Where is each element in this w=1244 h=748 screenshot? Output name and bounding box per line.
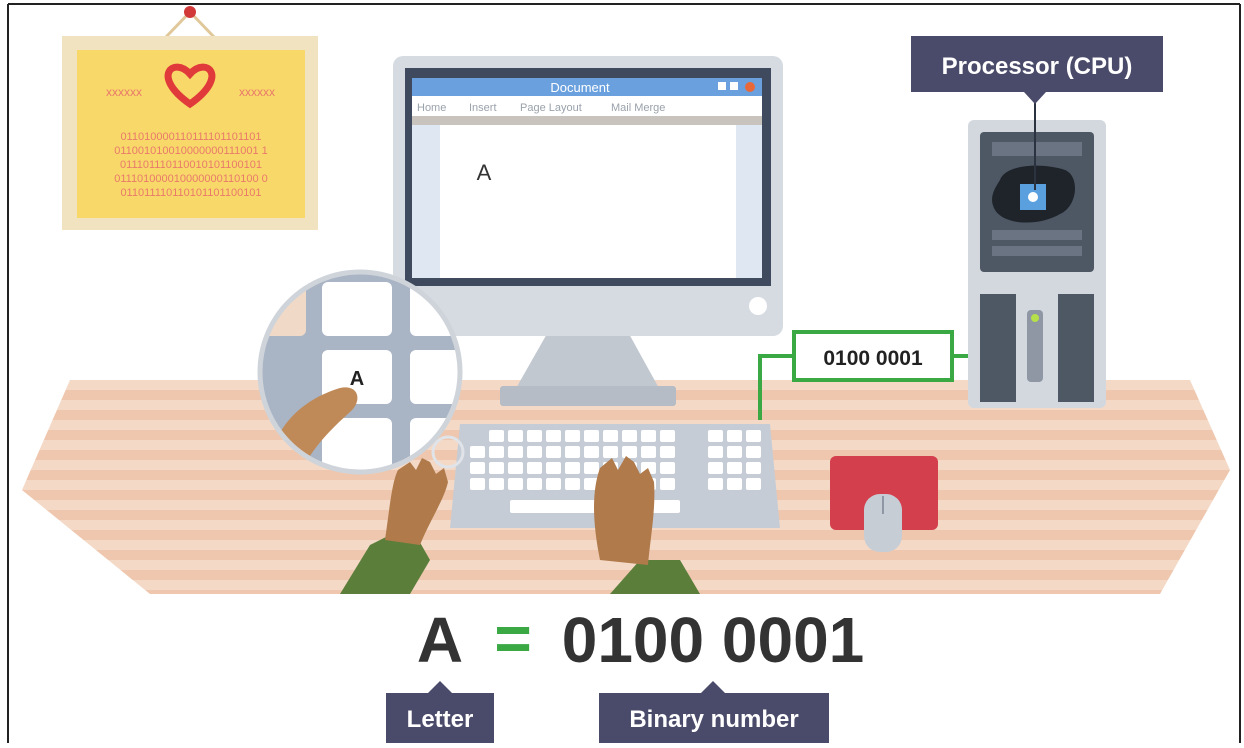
poster-binary-lines: 01101000011011110110110​1 01100101001000… [114,131,268,199]
keyboard-key [565,430,580,442]
keyboard-key [603,446,618,458]
keyboard-key [470,478,485,490]
keyboard-key [527,462,542,474]
pin-icon [184,6,196,18]
hands [340,456,700,594]
close-icon [745,82,755,92]
keyboard-key [508,478,523,490]
magnified-key-label: A [350,368,364,390]
menu-item-insert: Insert [469,102,497,114]
equation-equals: = [494,602,531,674]
keyboard-key [727,430,742,442]
binary-label: Binary number [629,706,798,733]
keyboard-key [746,462,761,474]
power-led-icon [1031,314,1039,322]
letter-label: Letter [407,706,474,733]
keyboard-key [584,430,599,442]
keyboard-key [546,430,561,442]
document-typed-letter: A [477,160,492,185]
menu-item-home: Home [417,102,446,114]
menu-item-mail-merge: Mail Merge [611,102,665,114]
poster-binary-line: 011011110110101101100101 [120,187,261,199]
binary-label-box [599,681,829,743]
poster-binary-line: 01101000011011110110110​1 [120,131,261,143]
poster-binary-line: 011101000010000000110100 0 [114,173,268,185]
keyboard-key [660,462,675,474]
computer-tower [968,100,1106,408]
keyboard-key [708,478,723,490]
keyboard-key [708,430,723,442]
keyboard-key [622,430,637,442]
cpu-label: Processor (CPU) [942,53,1133,80]
keyboard-key [546,462,561,474]
keyboard-key [527,478,542,490]
keyboard-key [746,446,761,458]
document-menu: Home Insert Page Layout Mail Merge [417,102,665,114]
poster-binary-line: 011001010010000000111001 1 [114,145,268,157]
keyboard-key [641,430,656,442]
keyboard-key [489,430,504,442]
poster-decor-left: xxxxxx [106,85,142,99]
minimize-icon [718,82,726,90]
keyboard-key [489,462,504,474]
document-window [412,78,762,278]
keyboard-key [546,446,561,458]
keyboard-keys [470,430,761,490]
keyboard-key [660,430,675,442]
heart-icon [164,63,216,109]
wall-poster [62,6,318,230]
mouse-pad [830,456,938,552]
keyboard-key [527,430,542,442]
keyboard-key [546,478,561,490]
poster-binary-line: 011101110110010101100101 [120,159,262,171]
power-button-icon [749,297,767,315]
keyboard-key [565,446,580,458]
keyboard-key [527,446,542,458]
magnifier [257,269,465,475]
equation-letter: A [417,604,463,676]
keyboard-key [727,446,742,458]
keyboard-to-cpu-wire [758,330,972,420]
keyboard-key [746,478,761,490]
poster-decor-right: xxxxxx [239,85,275,99]
keyboard-key [584,446,599,458]
keyboard-key [660,478,675,490]
keyboard-key [470,446,485,458]
keyboard-key [489,446,504,458]
keyboard-key [508,462,523,474]
keyboard-key [641,446,656,458]
menu-item-page-layout: Page Layout [520,102,582,114]
keyboard-key [708,446,723,458]
keyboard-key [660,446,675,458]
keyboard-key [746,430,761,442]
keyboard-key [727,478,742,490]
maximize-icon [730,82,738,90]
keyboard-key [565,478,580,490]
keyboard-key [584,478,599,490]
binary-callout: 0100 0001 [823,347,923,370]
keyboard-key [489,478,504,490]
keyboard-key [622,446,637,458]
keyboard-key [727,462,742,474]
keyboard-key [708,462,723,474]
keyboard-key [470,462,485,474]
keyboard-key [508,430,523,442]
keyboard-key [584,462,599,474]
letter-label-box [386,681,494,743]
equation-binary: 0100 0001 [562,604,865,676]
keyboard-key [565,462,580,474]
keyboard-key [508,446,523,458]
mouse-icon [864,494,902,552]
keyboard-key [603,430,618,442]
document-title: Document [550,80,610,95]
cpu-label-box [911,36,1163,104]
